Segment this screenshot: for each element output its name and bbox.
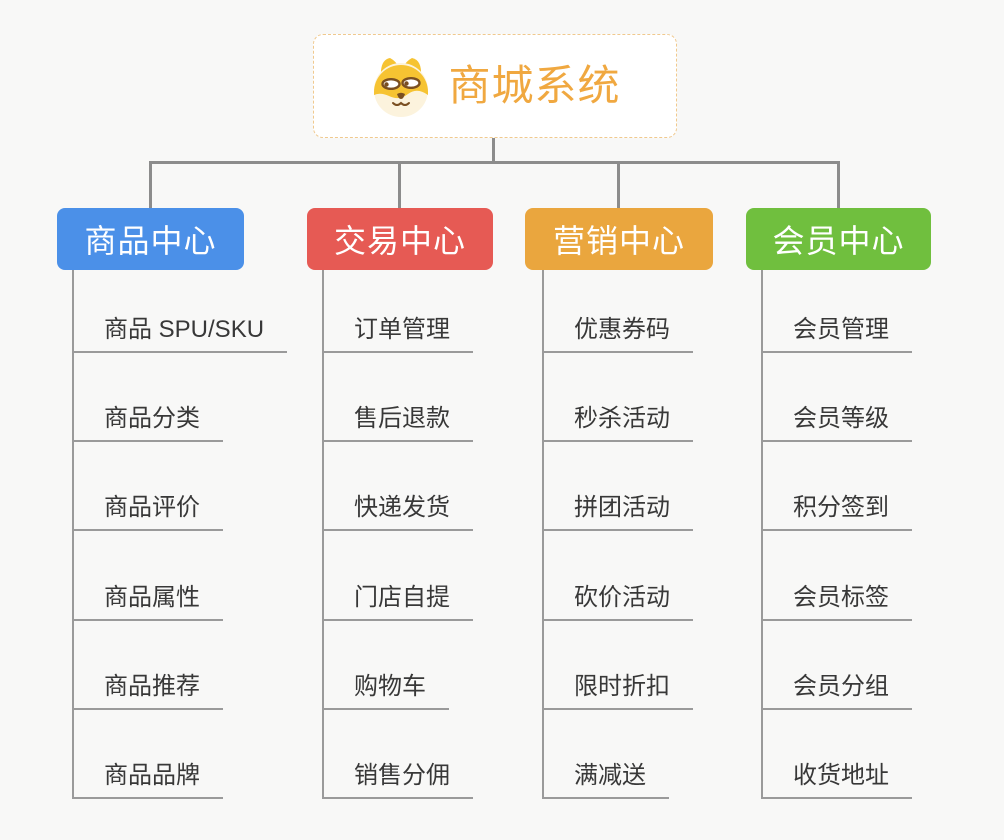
item-member-group[interactable]: 会员分组 (761, 666, 912, 710)
item-product-spu-sku[interactable]: 商品 SPU/SKU (72, 309, 288, 353)
item-spend-and-save[interactable]: 满减送 (542, 755, 669, 799)
dog-face-icon (374, 58, 429, 117)
item-member-tag[interactable]: 会员标签 (761, 577, 912, 621)
branch-trunk-line (761, 270, 763, 799)
item-points-checkin[interactable]: 积分签到 (761, 487, 912, 531)
connector-root-drop-line (492, 137, 495, 164)
branch-trunk-line (322, 270, 324, 799)
item-limited-time-discount[interactable]: 限时折扣 (542, 666, 693, 710)
root-node-title: 商城系统 (448, 62, 621, 109)
connector-drop-line-branch-4 (837, 161, 840, 209)
branch-trunk-line (72, 270, 74, 799)
item-member-level[interactable]: 会员等级 (761, 398, 912, 442)
branch-box-trade-center[interactable]: 交易中心 (307, 208, 493, 270)
item-sales-commission[interactable]: 销售分佣 (322, 755, 473, 799)
item-coupon-code[interactable]: 优惠券码 (542, 309, 693, 353)
connector-horizontal-line (149, 161, 840, 164)
branch-box-member-center[interactable]: 会员中心 (746, 208, 931, 270)
item-member-management[interactable]: 会员管理 (761, 309, 912, 353)
item-store-pickup[interactable]: 门店自提 (322, 577, 473, 621)
item-aftersale-refund[interactable]: 售后退款 (322, 398, 473, 442)
item-shopping-cart[interactable]: 购物车 (322, 666, 449, 710)
item-product-recommend[interactable]: 商品推荐 (72, 666, 223, 710)
item-flash-sale[interactable]: 秒杀活动 (542, 398, 693, 442)
branch-box-marketing-center[interactable]: 营销中心 (525, 208, 713, 270)
item-order-management[interactable]: 订单管理 (322, 309, 473, 353)
root-node-mall-system[interactable]: 商城系统 (313, 34, 677, 138)
item-product-attribute[interactable]: 商品属性 (72, 577, 223, 621)
connector-drop-line-branch-2 (398, 161, 401, 209)
connector-drop-line-branch-3 (617, 161, 620, 209)
branch-box-product-center[interactable]: 商品中心 (57, 208, 244, 270)
item-group-buy[interactable]: 拼团活动 (542, 487, 693, 531)
item-shipping-address[interactable]: 收货地址 (761, 755, 912, 799)
item-product-brand[interactable]: 商品品牌 (72, 755, 223, 799)
item-express-delivery[interactable]: 快递发货 (322, 487, 473, 531)
branch-trunk-line (542, 270, 544, 799)
item-product-category[interactable]: 商品分类 (72, 398, 223, 442)
item-bargain-activity[interactable]: 砍价活动 (542, 577, 693, 621)
item-product-review[interactable]: 商品评价 (72, 487, 223, 531)
connector-drop-line-branch-1 (149, 161, 152, 209)
